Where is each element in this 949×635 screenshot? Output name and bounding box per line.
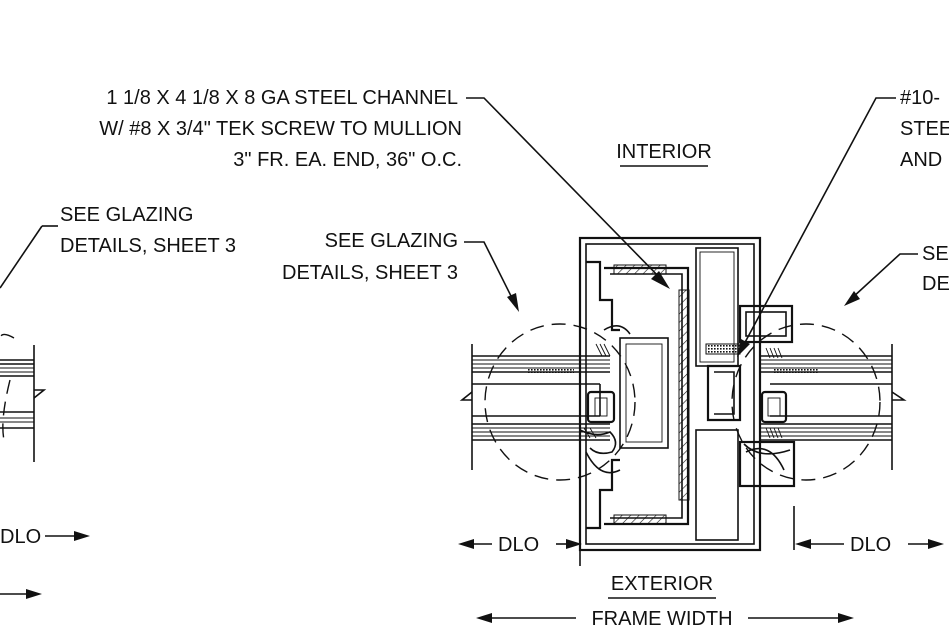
left-partial-detail bbox=[0, 225, 90, 599]
channel-callout-line2: W/ #8 X 3/4" TEK SCREW TO MULLION bbox=[99, 118, 462, 140]
dlo-left-cut-label: DLO bbox=[0, 526, 41, 548]
glazing-detail-circle-left bbox=[484, 323, 636, 481]
screw-callout-line1: #10- bbox=[900, 87, 940, 109]
interior-label: INTERIOR bbox=[616, 141, 712, 163]
glazing-right-line2: DE bbox=[922, 273, 949, 295]
glazing-right-line1: SE bbox=[922, 243, 949, 265]
exterior-label: EXTERIOR bbox=[611, 573, 713, 595]
glazing-left-line1: SEE GLAZING bbox=[60, 204, 193, 226]
channel-callout-line1: 1 1/8 X 4 1/8 X 8 GA STEEL CHANNEL bbox=[106, 87, 458, 109]
mullion-body bbox=[578, 236, 796, 552]
frame-width-label: FRAME WIDTH bbox=[591, 608, 732, 630]
dlo-right-label: DLO bbox=[850, 534, 891, 556]
glazing-mid-line1: SEE GLAZING bbox=[325, 230, 458, 252]
glass-pane-left bbox=[459, 344, 616, 470]
screw-callout-line2: STEE bbox=[900, 118, 949, 140]
channel-callout-line3: 3" FR. EA. END, 36" O.C. bbox=[233, 149, 462, 171]
glazing-detail-circle-right bbox=[731, 323, 881, 481]
glazing-left-line2: DETAILS, SHEET 3 bbox=[60, 235, 236, 257]
screw-callout-line3: AND bbox=[900, 149, 942, 171]
dlo-mid-label: DLO bbox=[498, 534, 539, 556]
glass-pane-right bbox=[760, 344, 907, 470]
glazing-mid-line2: DETAILS, SHEET 3 bbox=[282, 262, 458, 284]
